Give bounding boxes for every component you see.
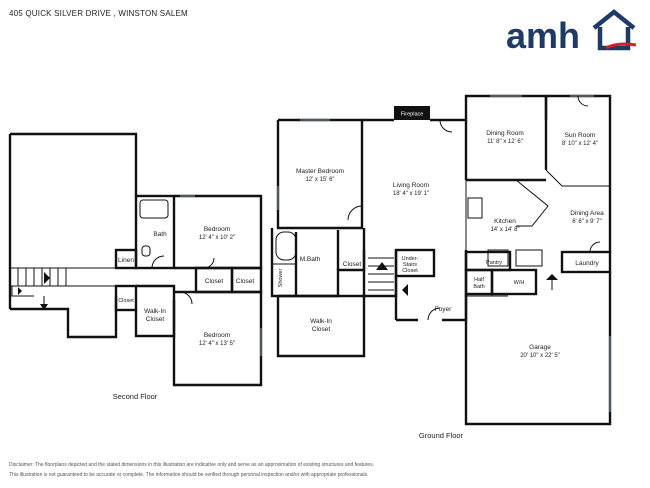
label-understairs-2: Stairs — [403, 262, 417, 268]
label-understairs-3: Closet — [402, 268, 418, 274]
dims-living-room: 18' 4" x 19' 1" — [393, 191, 429, 197]
label-bedroom-2: Bedroom — [204, 332, 230, 339]
dims-bedroom-1: 12' 4" x 10' 2" — [199, 235, 235, 241]
dims-kitchen: 14' x 14' 8" — [490, 227, 519, 233]
logo-text: amh — [506, 15, 580, 54]
dims-dining-room: 11' 8" x 12' 6" — [487, 139, 523, 145]
label-walkin-1: Walk-In — [144, 308, 166, 315]
label-dining-room: Dining Room — [486, 130, 524, 137]
label-linen: Linen — [118, 257, 134, 264]
label-closet-3: Closet — [118, 298, 134, 304]
disclaimer: Disclaimer: The floorplans depicted and … — [9, 460, 529, 480]
dims-bedroom-2: 12' 4" x 13' 5" — [199, 341, 235, 347]
ground-floor: Fireplace — [270, 94, 612, 426]
ground-stairs — [368, 257, 394, 291]
svg-text:Fireplace: Fireplace — [401, 112, 424, 118]
label-walkin-ground-1: Walk-In — [310, 318, 332, 325]
label-halfbath-2: Bath — [473, 284, 484, 290]
label-halfbath-1: Half — [474, 277, 484, 283]
label-closet-1: Closet — [205, 278, 224, 285]
label-walkin-ground-2: Closet — [312, 326, 331, 333]
label-shower: Shower — [278, 269, 284, 288]
label-closet-ground: Closet — [343, 261, 362, 268]
logo-swoosh — [605, 42, 637, 50]
label-laundry: Laundry — [575, 260, 599, 267]
second-floor — [8, 132, 263, 387]
label-bath: Bath — [153, 231, 167, 238]
label-pantry: Pantry — [486, 260, 502, 266]
stairs-up-arrow-icon — [376, 262, 388, 270]
stairs — [11, 268, 67, 297]
label-bedroom-1: Bedroom — [204, 226, 230, 233]
label-understairs-1: Under- — [402, 256, 419, 262]
label-mbath: M.Bath — [300, 256, 321, 263]
stairs-arrow-icon — [44, 272, 50, 284]
label-ground-floor: Ground Floor — [419, 431, 464, 440]
label-kitchen: Kitchen — [494, 218, 516, 225]
disclaimer-line-2: This illustration is not guaranteed to b… — [9, 472, 369, 478]
dims-dining-area: 6' 6" x 9' 7" — [572, 219, 602, 225]
disclaimer-line-1: Disclaimer: The floorplans depicted and … — [9, 462, 375, 468]
dims-master-bedroom: 12' x 15' 6" — [305, 177, 334, 183]
label-living-room: Living Room — [393, 182, 429, 189]
label-closet-2: Closet — [236, 278, 255, 285]
label-dining-area: Dining Area — [570, 210, 604, 217]
label-garage: Garage — [529, 344, 551, 351]
property-address: 405 QUICK SILVER DRIVE , WINSTON SALEM — [9, 9, 188, 18]
label-wh: W/H — [514, 280, 525, 286]
label-foyer: Foyer — [435, 306, 452, 313]
dims-sun-room: 8' 10" x 12' 4" — [562, 141, 598, 147]
label-master-bedroom: Master Bedroom — [296, 168, 344, 175]
dims-garage: 20' 10" x 22' 5" — [520, 353, 560, 359]
logo-roof-icon — [592, 9, 636, 30]
amh-logo: amh — [506, 9, 637, 54]
fireplace — [394, 106, 430, 120]
label-second-floor: Second Floor — [113, 392, 158, 401]
label-walkin-2: Closet — [146, 316, 165, 323]
label-sun-room: Sun Room — [565, 132, 596, 139]
